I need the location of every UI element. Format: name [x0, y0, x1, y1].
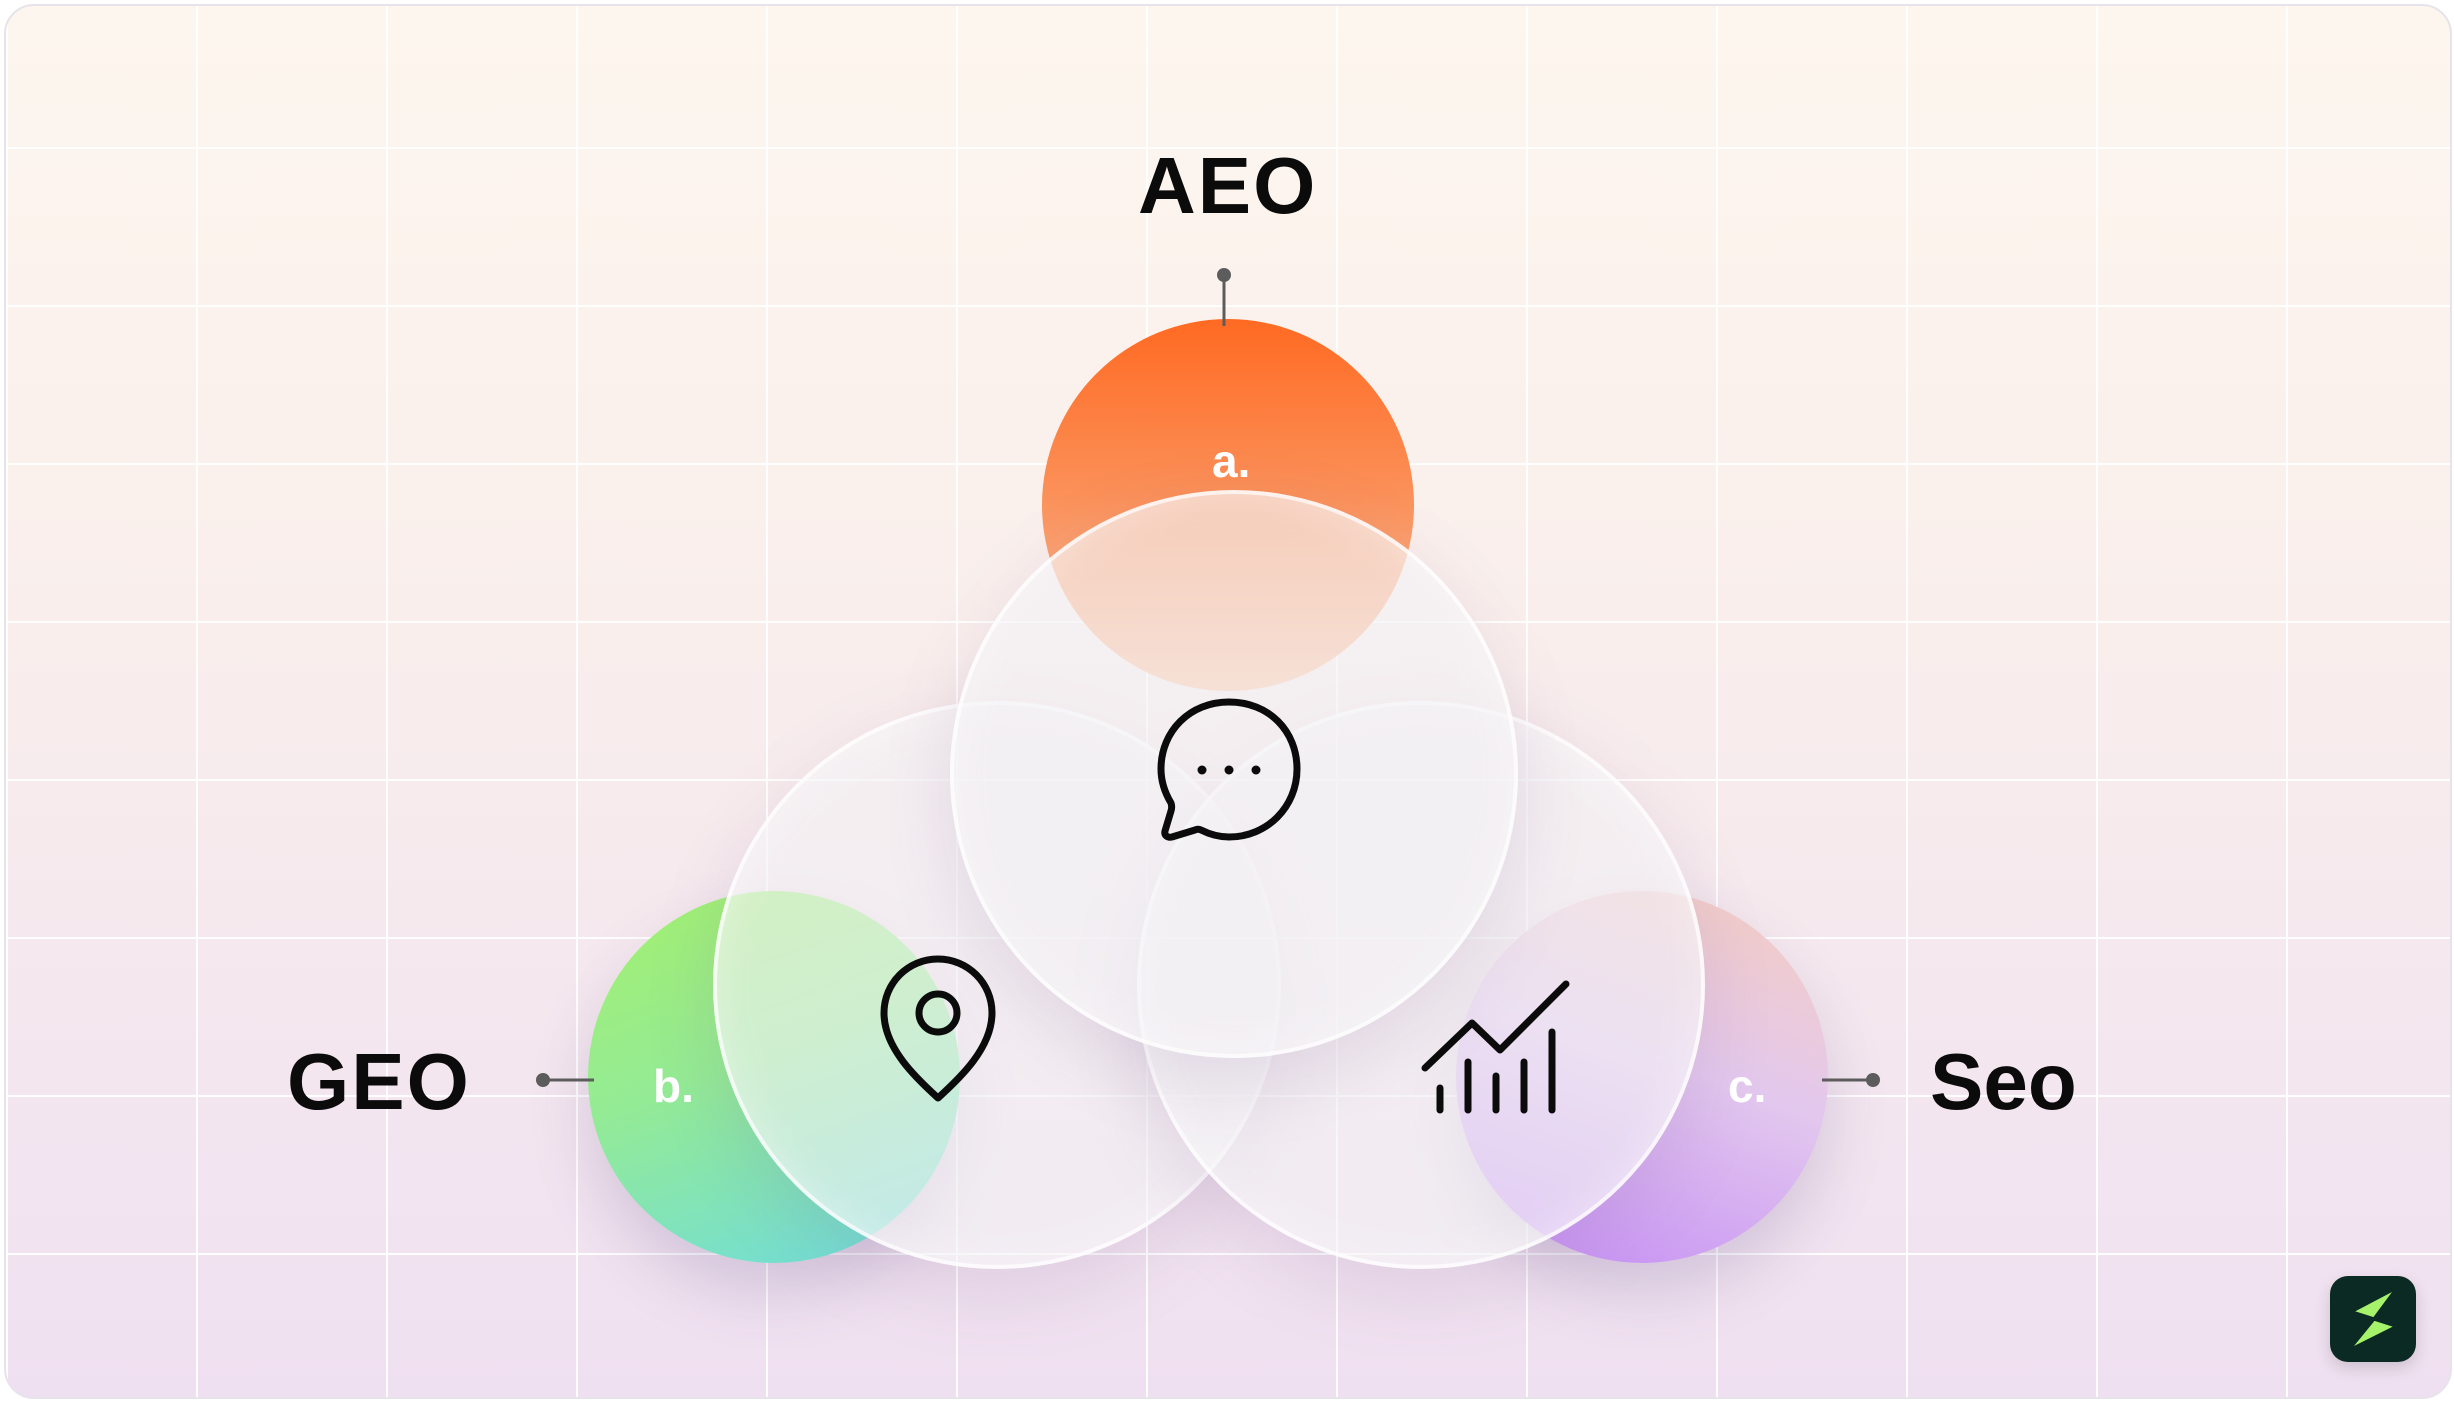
aeo-connector [1217, 268, 1231, 326]
aeo-marker: a. [1212, 435, 1251, 487]
aeo-glass-circle [950, 490, 1518, 1058]
brand-logo [2330, 1276, 2416, 1362]
diagram-canvas: AEO a. b. c. GEO Seo [4, 4, 2452, 1399]
geo-marker: b. [653, 1060, 694, 1112]
location-pin-icon [880, 955, 996, 1102]
growth-chart-icon [1421, 980, 1570, 1114]
chat-bubble-icon [1157, 698, 1301, 841]
seo-marker: c. [1728, 1060, 1767, 1112]
seo-label: Seo [1930, 1037, 2077, 1126]
geo-connector [536, 1073, 594, 1087]
aeo-label: AEO [1138, 141, 1318, 230]
seo-connector [1822, 1073, 1880, 1087]
lightning-logo-icon [2353, 1292, 2395, 1346]
geo-label: GEO [287, 1037, 471, 1126]
